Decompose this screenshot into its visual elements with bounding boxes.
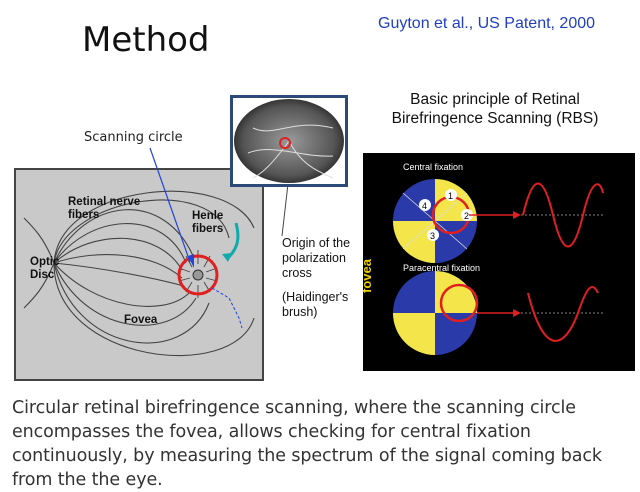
svg-text:fovea: fovea bbox=[363, 258, 374, 293]
origin-label: Origin of the polarization cross bbox=[282, 236, 351, 280]
fovea-center bbox=[192, 269, 204, 281]
dashed-path bbox=[211, 287, 243, 329]
retinal-nerve-label: Retinal nerve fibers bbox=[68, 196, 141, 221]
svg-text:Central fixation: Central fixation bbox=[403, 162, 463, 172]
retina-diagram bbox=[23, 190, 255, 357]
fovea-label-left: Fovea bbox=[124, 314, 158, 326]
slide-title: Method bbox=[82, 20, 210, 60]
retina-photo bbox=[234, 99, 344, 183]
retina-diagram-panel bbox=[14, 168, 264, 381]
rbs-title: Basic principle of Retinal Birefringence… bbox=[391, 91, 599, 127]
rbs-diagram: fovea 1 2 3 4 Central fixation Paracentr… bbox=[359, 162, 604, 355]
henle-label: Henle fibers bbox=[192, 210, 224, 235]
svg-text:Paracentral fixation: Paracentral fixation bbox=[403, 263, 480, 273]
svg-text:3: 3 bbox=[430, 231, 435, 241]
scan-pointer-line bbox=[149, 147, 191, 263]
svg-text:4: 4 bbox=[422, 201, 427, 211]
optic-disc-label: Optic Disc bbox=[30, 256, 60, 281]
svg-text:2: 2 bbox=[464, 211, 469, 221]
svg-text:1: 1 bbox=[448, 191, 453, 201]
citation: Guyton et al., US Patent, 2000 bbox=[378, 15, 596, 32]
caption: Circular retinal birefringence scanning,… bbox=[12, 398, 602, 490]
scanning-circle-label: Scanning circle bbox=[84, 130, 183, 145]
scan-pointer-arrow bbox=[188, 254, 194, 268]
rbs-diagram-panel: fovea 1 2 3 4 Central fixation Paracentr… bbox=[359, 153, 635, 371]
retina-photo-frame bbox=[230, 95, 348, 187]
scanning-circle-left bbox=[177, 254, 219, 296]
haidinger-label: (Haidinger's brush) bbox=[282, 290, 349, 319]
henle-arrowhead bbox=[222, 253, 232, 262]
nerve-fiber-lines bbox=[23, 190, 255, 357]
